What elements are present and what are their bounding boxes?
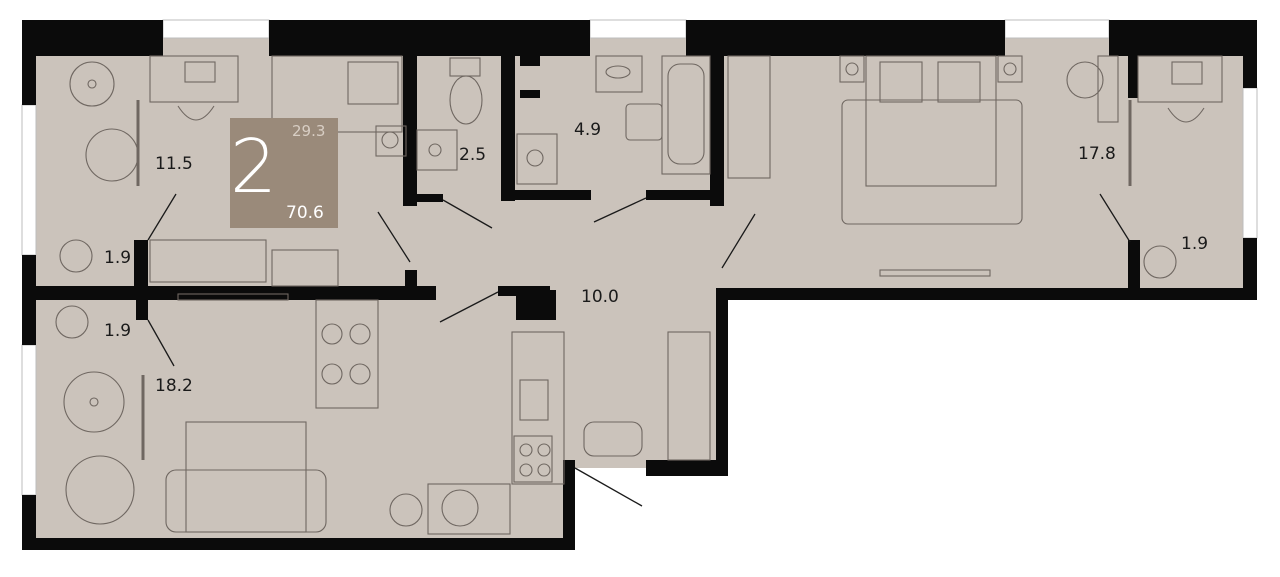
area-bathroom-toilet: 2.5	[459, 145, 487, 165]
furniture	[63, 55, 1223, 535]
windows	[21, 19, 1258, 496]
area-balcony-right: 1.9	[1181, 234, 1209, 254]
living-area-value: 29.3	[292, 122, 326, 140]
area-bathroom: 4.9	[574, 120, 602, 140]
area-bedroom-left: 11.5	[155, 154, 193, 174]
area-bedroom-right: 17.8	[1078, 144, 1116, 164]
area-hallway: 10.0	[581, 287, 619, 307]
walls	[22, 20, 1257, 550]
rooms-count: 2	[230, 124, 278, 210]
area-balcony-bottom-left: 1.9	[104, 321, 132, 341]
door-swings	[147, 193, 1131, 507]
total-area-value: 70.6	[286, 203, 324, 223]
area-balcony-top-left: 1.9	[104, 248, 132, 268]
floor-areas	[35, 38, 1245, 544]
plants	[55, 239, 1177, 527]
apartment-badge: 29.3 2 70.6	[230, 118, 338, 228]
area-kitchen-living: 18.2	[155, 376, 193, 396]
